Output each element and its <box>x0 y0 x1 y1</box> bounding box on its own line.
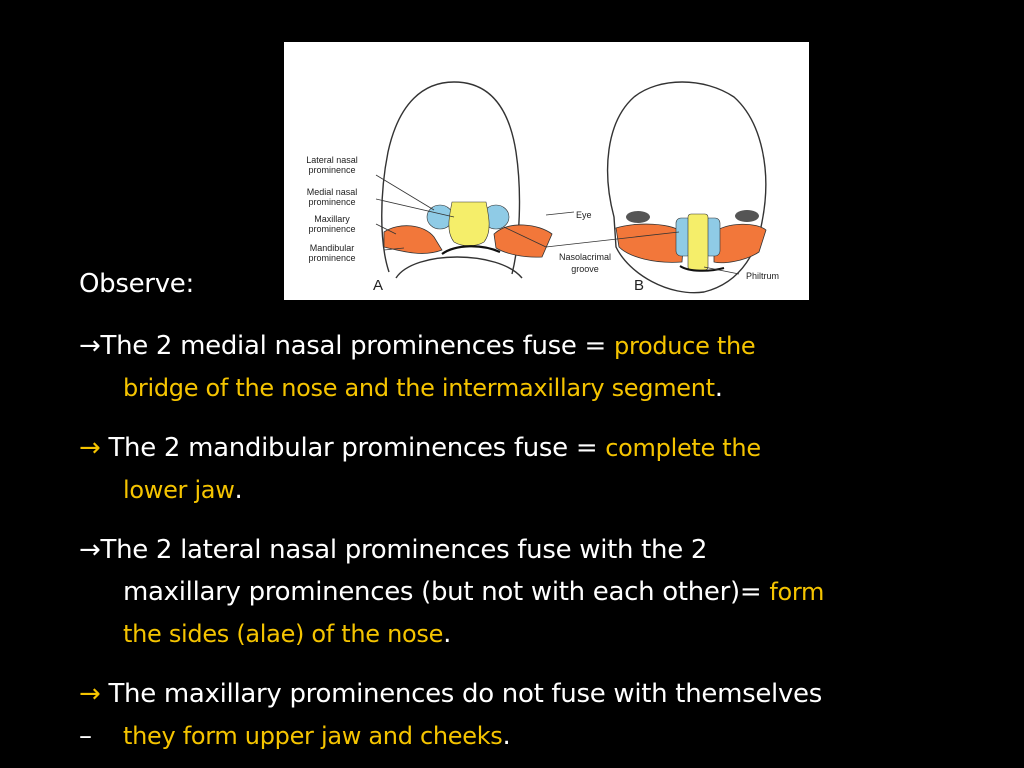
point-1-line-1: →The 2 medial nasal prominences fuse = p… <box>79 325 756 367</box>
label-lateral-nasal-line1: Lateral nasal <box>306 155 358 165</box>
head-b-maxillary-right <box>713 223 767 264</box>
point-3-highlight-a: form <box>769 578 825 606</box>
point-2-text: The 2 mandibular prominences fuse = <box>108 433 606 463</box>
label-medial-nasal-line2: prominence <box>308 197 355 207</box>
leader-lines <box>375 174 740 275</box>
point-4-dash: – <box>79 721 92 751</box>
label-philtrum: Philtrum <box>746 271 779 281</box>
head-a-outline <box>381 81 521 275</box>
embryo-face-figure: Lateral nasal prominence Medial nasal pr… <box>284 42 809 300</box>
arrow-icon: → <box>79 535 101 565</box>
point-4-end: . <box>502 721 511 751</box>
figure-drawing: Lateral nasal prominence Medial nasal pr… <box>306 81 779 294</box>
observe-label: Observe: <box>79 269 194 299</box>
point-1-end: . <box>714 373 723 403</box>
arrow-icon: → <box>79 331 101 361</box>
point-4-line-2: – <box>79 715 92 757</box>
point-4-highlight: they form upper jaw and cheeks <box>123 722 503 750</box>
point-1-text: The 2 medial nasal prominences fuse = <box>100 331 615 361</box>
head-b-eye-left <box>626 211 650 223</box>
label-medial-nasal-line1: Medial nasal <box>307 187 358 197</box>
observe-heading: Observe: <box>79 263 194 305</box>
panel-letter-b: B <box>634 277 644 294</box>
point-2-line-1: → The 2 mandibular prominences fuse = co… <box>79 427 761 469</box>
arrow-icon: → <box>79 679 101 709</box>
point-3-highlight-b: the sides (alae) of the nose <box>123 620 444 648</box>
point-3-line-2: maxillary prominences (but not with each… <box>123 571 824 613</box>
head-a-mandibular-outline <box>395 256 523 279</box>
label-mandibular-line2: prominence <box>308 253 355 263</box>
label-mandibular-line1: Mandibular <box>310 243 355 253</box>
head-b-maxillary-left <box>615 223 685 263</box>
head-b-eye-right <box>735 210 759 222</box>
head-a-maxillary-left <box>383 225 443 254</box>
point-3-line-3: the sides (alae) of the nose. <box>123 613 451 655</box>
point-3-text-b: maxillary prominences (but not with each… <box>123 577 770 607</box>
point-3-line-1: →The 2 lateral nasal prominences fuse wi… <box>79 529 707 571</box>
label-maxillary-line1: Maxillary <box>314 214 350 224</box>
head-b-medial-nasal <box>687 213 709 271</box>
head-a-medial-nasal <box>448 201 490 247</box>
point-1-line-2: bridge of the nose and the intermaxillar… <box>123 367 723 409</box>
head-b-outline <box>606 81 767 294</box>
point-2-line-2: lower jaw. <box>123 469 243 511</box>
label-lateral-nasal-line2: prominence <box>308 165 355 175</box>
label-eye: Eye <box>576 210 592 220</box>
point-1-highlight-b: bridge of the nose and the intermaxillar… <box>123 374 715 402</box>
label-nasolacrimal-line1: Nasolacrimal <box>559 252 611 262</box>
point-2-highlight-a: complete the <box>605 434 761 462</box>
panel-letter-a: A <box>373 277 383 294</box>
head-a-mouth <box>441 245 501 255</box>
arrow-icon: → <box>79 433 101 463</box>
point-4-text: The maxillary prominences do not fuse wi… <box>108 679 822 709</box>
point-3-end: . <box>443 619 452 649</box>
point-2-end: . <box>234 475 243 505</box>
point-4-line-2-text: they form upper jaw and cheeks. <box>123 715 511 757</box>
label-nasolacrimal-line2: groove <box>571 264 599 274</box>
point-3-text-a: The 2 lateral nasal prominences fuse wit… <box>100 535 708 565</box>
head-b-mouth <box>679 265 725 272</box>
label-maxillary-line2: prominence <box>308 224 355 234</box>
point-2-highlight-b: lower jaw <box>123 476 235 504</box>
head-a-maxillary-right <box>493 224 553 258</box>
point-4-line-1: → The maxillary prominences do not fuse … <box>79 673 822 715</box>
point-1-highlight-a: produce the <box>614 332 756 360</box>
